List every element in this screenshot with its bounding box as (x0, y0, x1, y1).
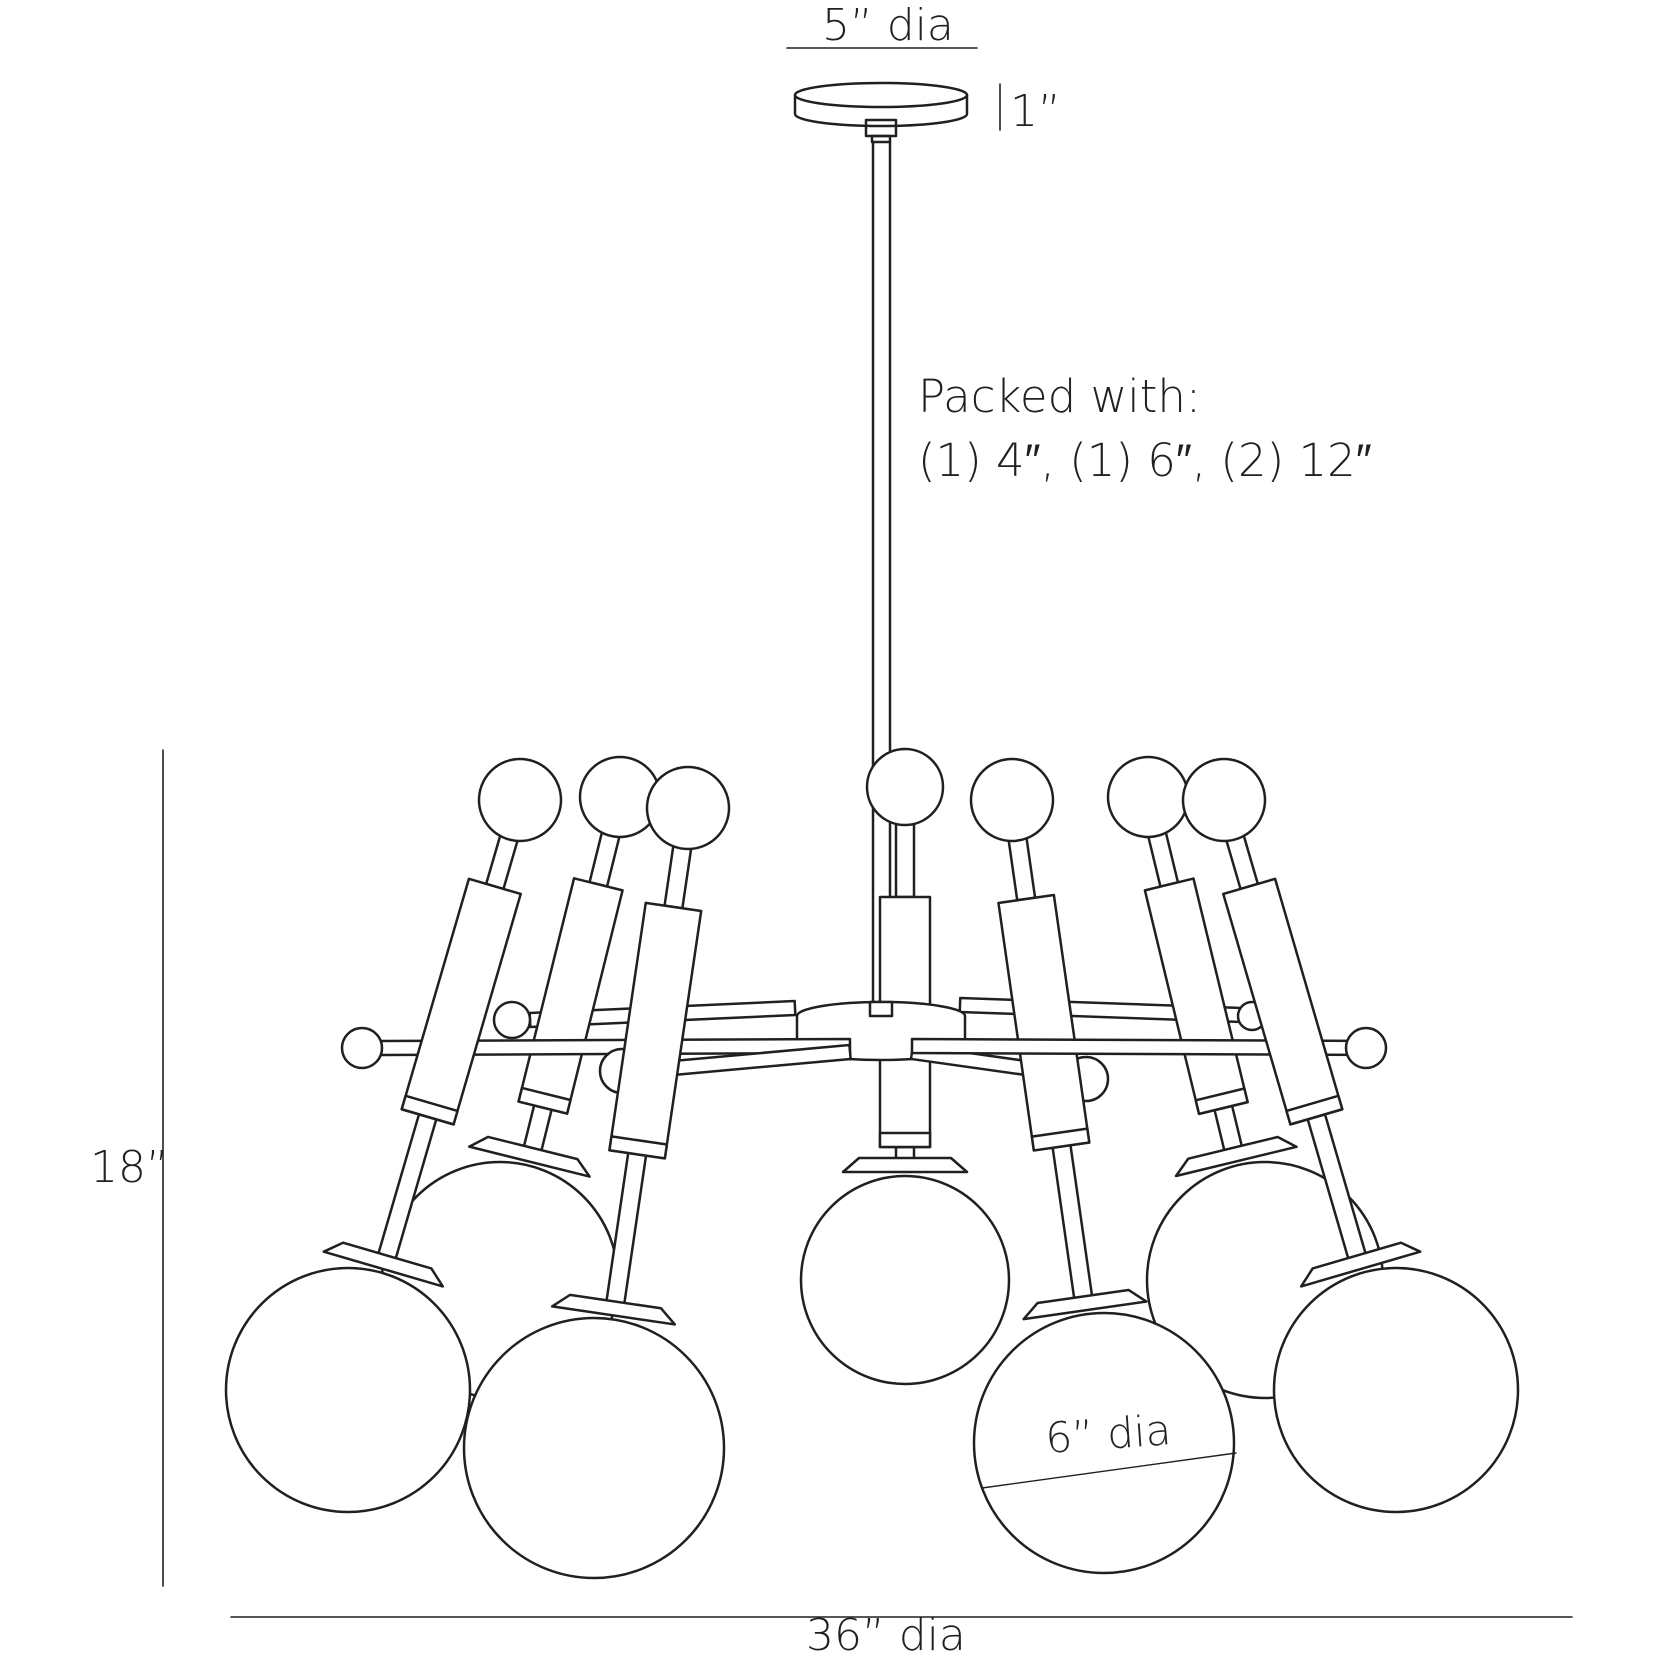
packed-rods-note: (1) 4″, (1) 6″, (2) 12″ (918, 434, 1372, 487)
glass-globe (799, 1174, 1011, 1386)
glass-globe (224, 1266, 472, 1514)
canopy (793, 81, 969, 144)
tube-collar (400, 1094, 459, 1126)
finial-ball (1344, 1026, 1388, 1070)
tube-collar (1285, 1094, 1344, 1126)
globe-cup (322, 1241, 445, 1288)
globe-cup (550, 1293, 677, 1326)
front-arms (224, 757, 1520, 1580)
upper-rod (1146, 828, 1180, 888)
top-ball (477, 757, 563, 843)
tube-body (997, 893, 1091, 1152)
lower-rod (1051, 1143, 1095, 1309)
upper-rod (588, 828, 622, 888)
finial-ball (492, 1000, 532, 1040)
upper-rod (894, 819, 916, 899)
tube-collar (1194, 1087, 1249, 1116)
tube-body (400, 877, 522, 1126)
arm-7 (910, 757, 1520, 1514)
upper-rod (663, 842, 693, 910)
globe-diameter-label: 6” dia (1043, 1405, 1173, 1463)
top-ball (645, 765, 731, 851)
top-ball (1106, 755, 1190, 839)
globe-diameter-line (981, 1452, 1237, 1489)
upper-rod (1007, 834, 1037, 902)
top-ball (969, 757, 1055, 843)
downrod (871, 140, 892, 1010)
overall-height-label: 18” (90, 1142, 169, 1193)
top-ball (865, 747, 945, 827)
globe-cup (1299, 1241, 1422, 1288)
globe-cup (1022, 1288, 1148, 1321)
tube-collar (517, 1086, 572, 1115)
overall-diameter-label: 36” dia (806, 1610, 966, 1661)
arm-5 (462, 765, 852, 1580)
tube-collar (1030, 1127, 1091, 1152)
tube-collar (878, 1131, 932, 1149)
hub-nut (868, 1000, 894, 1018)
top-ball (1181, 757, 1267, 843)
finial-ball (340, 1026, 384, 1070)
tube-collar (608, 1135, 669, 1160)
glass-globe (1272, 1266, 1520, 1514)
globe-cup (841, 1156, 969, 1174)
tube-body (608, 901, 703, 1160)
canopy-diameter-label: 5” dia (822, 0, 954, 51)
canopy-height-label: 1” (1010, 86, 1061, 137)
packed-with-note: Packed with: (918, 370, 1202, 423)
glass-globe (972, 1311, 1236, 1575)
arm-4 (224, 757, 852, 1514)
globe-cup (1174, 1135, 1298, 1178)
lower-rod (603, 1151, 648, 1315)
dimension-lines (162, 47, 1573, 1618)
globe-cup (467, 1135, 591, 1178)
glass-globe (462, 1316, 726, 1580)
